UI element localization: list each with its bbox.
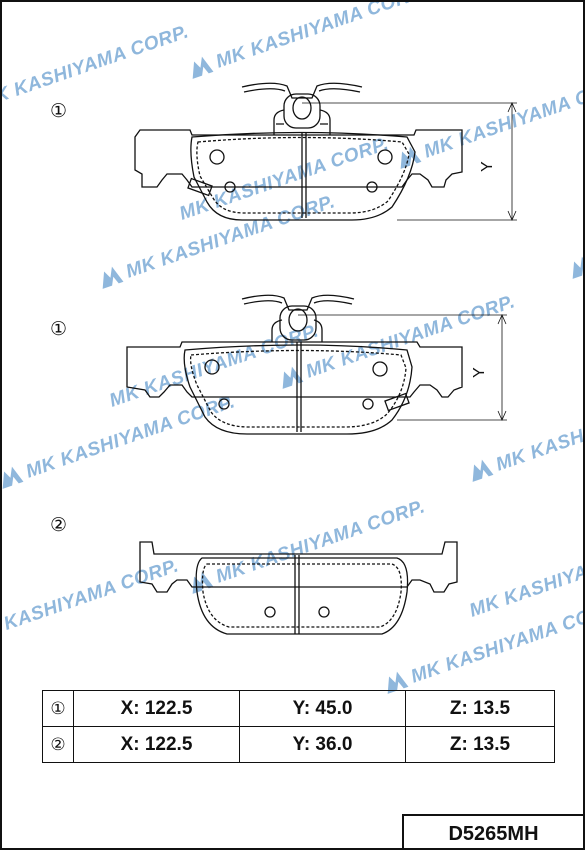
watermark-logo-icon	[566, 254, 583, 279]
watermark-logo-icon	[466, 457, 494, 482]
watermark-text: MK KASHIYAMA CORP.	[213, 496, 428, 587]
pad-3-marker: ②	[50, 514, 68, 536]
part-number: D5265MH	[402, 814, 583, 848]
watermark-logo-icon	[186, 569, 214, 594]
friction-pad	[183, 344, 413, 435]
watermark-text: MK KASHIYAMA CORP.	[467, 530, 585, 621]
spec-x: X: 122.5	[73, 726, 240, 763]
spec-index: ①	[42, 690, 74, 727]
spec-index: ②	[42, 726, 74, 763]
pad-1-marker: ①	[50, 100, 68, 122]
watermark-text: MK KASHIYAMA CORP.	[421, 71, 585, 162]
pad-2-marker: ①	[50, 318, 68, 340]
backing-plate	[139, 541, 458, 593]
spec-x: X: 122.5	[73, 690, 240, 727]
spec-y: Y: 36.0	[239, 726, 406, 763]
spec-y: Y: 45.0	[239, 690, 406, 727]
friction-pad	[195, 557, 409, 635]
brake-pad-1	[134, 82, 517, 221]
brake-pad-3	[139, 541, 458, 635]
spec-table: ① X: 122.5 Y: 45.0 Z: 13.5 ② X: 122.5 Y:…	[42, 690, 555, 763]
watermark-text: MK KASHIYAMA CORP.	[2, 555, 181, 646]
brake-pad-2	[126, 294, 507, 435]
spring-clip	[241, 294, 355, 311]
table-row: ② X: 122.5 Y: 36.0 Z: 13.5	[42, 726, 555, 763]
backing-plate	[134, 129, 463, 188]
dimension-y-label-2: Y	[471, 367, 488, 378]
watermark-logo-icon	[96, 264, 124, 289]
spec-z: Z: 13.5	[405, 690, 555, 727]
watermark-text: MK KASHIYAMA CORP.	[213, 2, 428, 73]
watermark-logo-icon	[276, 364, 304, 389]
spring-clip	[241, 82, 363, 99]
spec-z: Z: 13.5	[405, 726, 555, 763]
backing-plate	[126, 341, 463, 398]
watermark-text: MK KASHIYAMA CORP.	[2, 21, 191, 112]
watermark-text: MK KASHIYAMA CORP.	[493, 384, 585, 475]
watermark-logo-icon	[186, 54, 214, 79]
table-row: ① X: 122.5 Y: 45.0 Z: 13.5	[42, 690, 555, 727]
dimension-y-label-1: Y	[479, 161, 496, 172]
watermark-logo-icon	[2, 464, 24, 489]
friction-pad	[190, 131, 416, 221]
